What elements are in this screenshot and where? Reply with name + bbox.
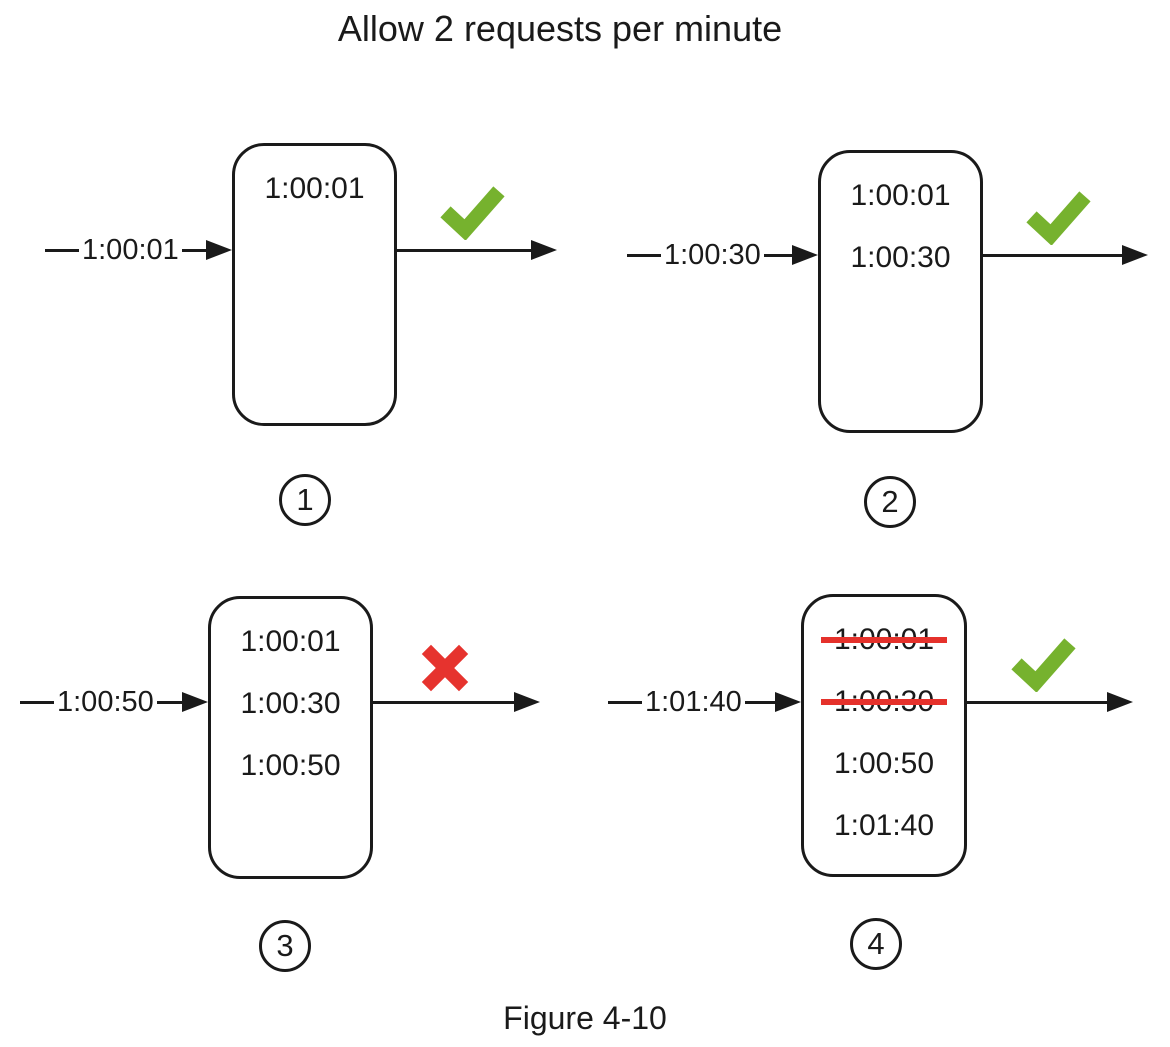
- arrow-line: [397, 248, 531, 252]
- outgoing-arrow: [373, 691, 540, 713]
- log-entry-time: 1:00:50: [240, 749, 341, 782]
- log-entry-time: 1:00:01: [850, 179, 951, 212]
- log-entry-time: 1:00:30: [820, 671, 948, 733]
- log-entry: 1:01:40: [804, 795, 964, 857]
- incoming-request-arrow: 1:01:40: [608, 684, 801, 720]
- log-entry-time: 1:00:01: [820, 609, 948, 671]
- step-badge: 3: [259, 920, 311, 972]
- log-entry-time: 1:00:30: [850, 241, 951, 274]
- log-entry-time: 1:00:01: [264, 172, 365, 205]
- request-log-box: 1:00:01 1:00:30 1:00:50: [208, 596, 373, 879]
- arrow-tail-line: [608, 700, 642, 704]
- outgoing-arrow: [983, 244, 1148, 266]
- arrowhead-icon: [182, 692, 208, 712]
- log-entry: 1:00:01: [821, 165, 980, 227]
- incoming-request-time: 1:01:40: [645, 686, 742, 718]
- log-entry-time: 1:00:01: [240, 625, 341, 658]
- arrow-tail-line: [20, 700, 54, 704]
- figure-title: Allow 2 requests per minute: [337, 8, 783, 49]
- log-entry: 1:00:01: [211, 611, 370, 673]
- arrow-line: [181, 248, 206, 252]
- incoming-request-time: 1:00:50: [57, 686, 154, 718]
- arrow-line: [983, 253, 1122, 257]
- step-number: 1: [296, 482, 314, 517]
- request-log-box: 1:00:01: [232, 143, 397, 426]
- arrow-line: [373, 700, 514, 704]
- log-entry: 1:00:01: [235, 158, 394, 220]
- cross-icon: [421, 644, 469, 692]
- log-entry: 1:00:50: [211, 735, 370, 797]
- arrowhead-icon: [792, 245, 818, 265]
- incoming-request-arrow: 1:00:50: [20, 684, 208, 720]
- step-badge: 4: [850, 918, 902, 970]
- checkmark-icon: [440, 186, 505, 240]
- log-entry: 1:00:30: [821, 227, 980, 289]
- step-number: 4: [867, 926, 885, 961]
- incoming-request-time: 1:00:30: [664, 239, 761, 271]
- arrow-line: [156, 700, 182, 704]
- outgoing-arrow: [967, 691, 1133, 713]
- incoming-request-arrow: 1:00:01: [45, 232, 232, 268]
- incoming-request-time: 1:00:01: [82, 234, 179, 266]
- log-entry-time: 1:00:30: [240, 687, 341, 720]
- arrow-line: [967, 700, 1107, 704]
- outgoing-arrow: [397, 239, 557, 261]
- figure-caption: Figure 4-10: [503, 1000, 667, 1036]
- arrow-line: [763, 253, 792, 257]
- checkmark-icon: [1011, 638, 1076, 692]
- arrowhead-icon: [206, 240, 232, 260]
- step-number: 2: [881, 484, 899, 519]
- arrow-line: [744, 700, 775, 704]
- log-entry: 1:00:30: [211, 673, 370, 735]
- step-badge: 1: [279, 474, 331, 526]
- log-entry: 1:00:50: [804, 733, 964, 795]
- arrowhead-icon: [514, 692, 540, 712]
- log-entry-time: 1:00:50: [833, 747, 935, 780]
- log-entry-struck: 1:00:30: [804, 671, 964, 733]
- request-log-box: 1:00:01 1:00:30: [818, 150, 983, 433]
- arrow-tail-line: [45, 248, 79, 252]
- log-entry-struck: 1:00:01: [804, 609, 964, 671]
- request-log-box: 1:00:01 1:00:30 1:00:50 1:01:40: [801, 594, 967, 877]
- step-number: 3: [276, 928, 294, 963]
- arrowhead-icon: [1107, 692, 1133, 712]
- log-entry-time: 1:01:40: [833, 809, 935, 842]
- checkmark-icon: [1026, 191, 1091, 245]
- incoming-request-arrow: 1:00:30: [627, 237, 818, 273]
- arrowhead-icon: [531, 240, 557, 260]
- arrowhead-icon: [775, 692, 801, 712]
- arrowhead-icon: [1122, 245, 1148, 265]
- step-badge: 2: [864, 476, 916, 528]
- arrow-tail-line: [627, 253, 661, 257]
